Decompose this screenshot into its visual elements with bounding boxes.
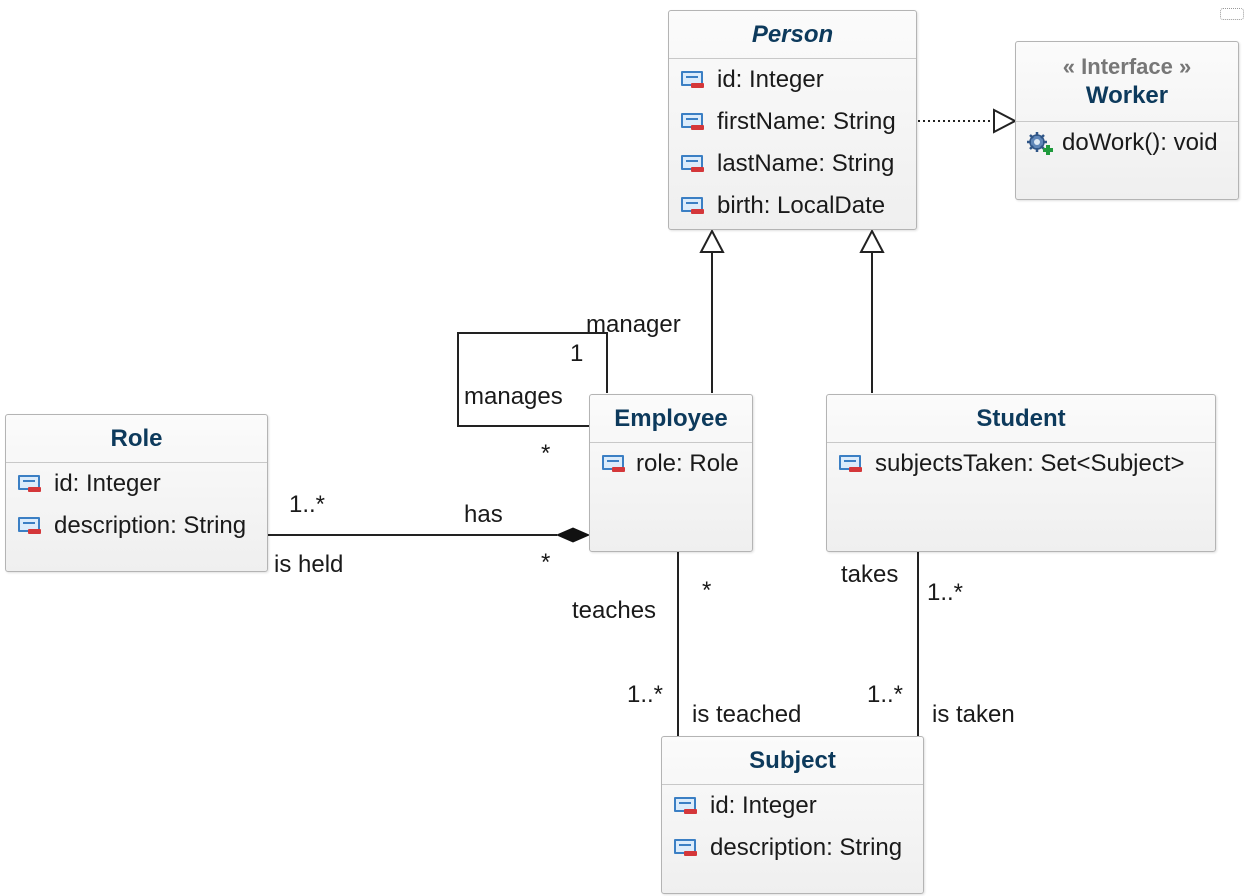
attr-text: lastName: String <box>717 150 895 177</box>
person-attr-birth[interactable]: birth: LocalDate <box>669 185 916 227</box>
attr-text: role: Role <box>636 450 739 477</box>
label-is-teached-role: is teached <box>692 701 802 728</box>
class-student[interactable]: Student subjectsTaken: Set<Subject> <box>826 394 1216 552</box>
class-subject-name: Subject <box>662 737 923 785</box>
stereotype-label: « Interface » <box>1062 53 1192 79</box>
label-employee-multiplicity: * <box>541 549 551 576</box>
label-manages-multiplicity: * <box>541 440 551 467</box>
private-field-icon <box>674 839 697 856</box>
label-teaches-multiplicity: * <box>702 577 712 604</box>
private-field-icon <box>681 197 704 214</box>
attr-text: description: String <box>54 512 247 539</box>
association-manages-self[interactable] <box>457 332 608 427</box>
label-is-held-role: is held <box>274 551 344 578</box>
realization-person-worker[interactable] <box>918 108 1018 134</box>
label-role-multiplicity: 1..* <box>289 491 326 518</box>
class-role[interactable]: Role id: Integer description: String <box>5 414 268 572</box>
person-attr-firstname[interactable]: firstName: String <box>669 101 916 143</box>
label-manager-multiplicity: 1 <box>570 340 584 367</box>
private-field-icon <box>681 71 704 88</box>
person-attr-lastname[interactable]: lastName: String <box>669 143 916 185</box>
class-student-name: Student <box>827 395 1215 443</box>
interface-worker-name: Worker <box>1085 81 1169 109</box>
generalization-student-person[interactable] <box>859 228 885 393</box>
attr-text: subjectsTaken: Set<Subject> <box>875 450 1185 477</box>
subject-attr-description[interactable]: description: String <box>662 827 923 869</box>
class-role-name: Role <box>6 415 267 463</box>
interface-worker-header: « Interface » Worker <box>1016 42 1238 122</box>
interface-worker[interactable]: « Interface » Worker doWork(): void <box>1015 41 1239 200</box>
label-takes-role: takes <box>841 561 899 588</box>
label-manages-role: manages <box>464 383 563 410</box>
employee-attr-role[interactable]: role: Role <box>590 443 752 485</box>
class-employee[interactable]: Employee role: Role <box>589 394 753 552</box>
class-subject[interactable]: Subject id: Integer description: String <box>661 736 924 894</box>
class-employee-name: Employee <box>590 395 752 443</box>
private-field-icon <box>18 517 41 534</box>
private-field-icon <box>839 455 862 472</box>
label-takes-multiplicity: 1..* <box>927 579 964 606</box>
attr-text: birth: LocalDate <box>717 192 886 219</box>
attr-text: firstName: String <box>717 108 896 135</box>
person-attr-id[interactable]: id: Integer <box>669 59 916 101</box>
op-text: doWork(): void <box>1062 129 1218 156</box>
private-field-icon <box>602 455 625 472</box>
class-person[interactable]: Person id: Integer firstName: String las… <box>668 10 917 230</box>
private-field-icon <box>18 475 41 492</box>
label-teaches-role: teaches <box>572 597 657 624</box>
generalization-employee-person[interactable] <box>699 228 725 393</box>
private-field-icon <box>681 155 704 172</box>
attr-text: id: Integer <box>717 66 824 93</box>
public-method-gear-icon <box>1027 132 1053 155</box>
label-manager-role: manager <box>586 311 681 338</box>
label-has-role: has <box>464 501 503 528</box>
role-attr-description[interactable]: description: String <box>6 505 267 547</box>
class-person-name: Person <box>669 11 916 59</box>
private-field-icon <box>674 797 697 814</box>
private-field-icon <box>681 113 704 130</box>
label-is-taken-role: is taken <box>932 701 1015 728</box>
canvas-corner-handle[interactable] <box>1220 8 1244 20</box>
role-attr-id[interactable]: id: Integer <box>6 463 267 505</box>
subject-attr-id[interactable]: id: Integer <box>662 785 923 827</box>
label-is-taken-multiplicity: 1..* <box>867 681 904 708</box>
student-attr-subjectstaken[interactable]: subjectsTaken: Set<Subject> <box>827 443 1215 485</box>
composition-role-employee[interactable] <box>267 527 591 543</box>
label-is-teached-multiplicity: 1..* <box>627 681 664 708</box>
attr-text: id: Integer <box>54 470 161 497</box>
attr-text: id: Integer <box>710 792 817 819</box>
worker-op-dowork[interactable]: doWork(): void <box>1016 122 1238 164</box>
attr-text: description: String <box>710 834 903 861</box>
